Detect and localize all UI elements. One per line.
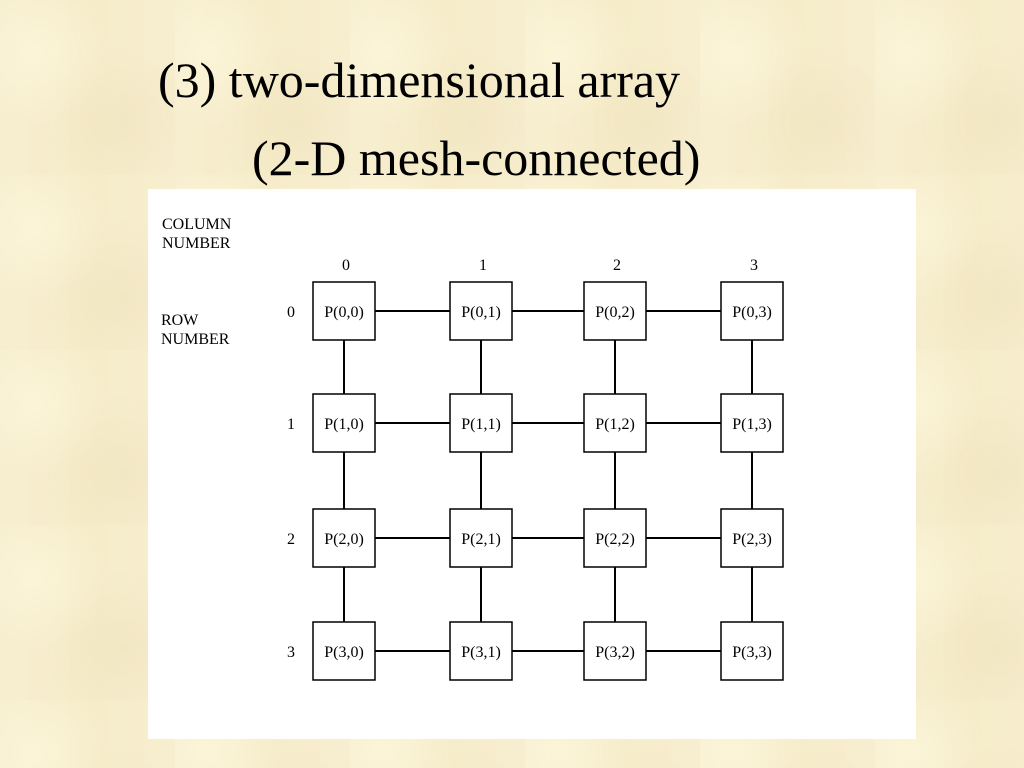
- processor-label-2-3: P(2,3): [732, 531, 772, 548]
- row-number-3: 3: [287, 644, 295, 661]
- processor-label-1-0: P(1,0): [324, 416, 364, 433]
- row-axis-label-line2: NUMBER: [161, 331, 230, 348]
- processor-label-0-2: P(0,2): [595, 304, 635, 321]
- processor-label-1-1: P(1,1): [461, 416, 501, 433]
- column-axis-label-line1: COLUMN: [162, 216, 232, 233]
- column-number-0: 0: [342, 257, 350, 274]
- processor-node-1-2: [583, 393, 647, 453]
- row-axis-label-line1: ROW: [161, 312, 199, 329]
- processor-label-1-3: P(1,3): [732, 416, 772, 433]
- processor-node-3-1: [449, 621, 513, 681]
- processor-node-3-2: [583, 621, 647, 681]
- processor-node-0-1: [449, 281, 513, 341]
- processor-label-2-2: P(2,2): [595, 531, 635, 548]
- processor-label-0-1: P(0,1): [461, 304, 501, 321]
- slide-subtitle: (2-D mesh-connected): [252, 130, 701, 186]
- column-number-3: 3: [750, 257, 758, 274]
- mesh-diagram-panel: COLUMN NUMBER ROW NUMBER P(0,0)P(0,1)P(0…: [148, 189, 916, 739]
- processor-node-1-3: [720, 393, 784, 453]
- processor-node-2-2: [583, 508, 647, 568]
- processor-label-1-2: P(1,2): [595, 416, 635, 433]
- processor-node-1-0: [312, 393, 376, 453]
- processor-node-3-3: [720, 621, 784, 681]
- column-number-2: 2: [613, 257, 621, 274]
- processor-node-3-0: [312, 621, 376, 681]
- processor-node-0-2: [583, 281, 647, 341]
- column-axis-label: COLUMN NUMBER: [162, 215, 231, 253]
- row-axis-label: ROW NUMBER: [161, 311, 229, 349]
- processor-label-3-0: P(3,0): [324, 644, 364, 661]
- processor-label-0-3: P(0,3): [732, 304, 772, 321]
- processor-node-2-1: [449, 508, 513, 568]
- column-number-1: 1: [479, 257, 487, 274]
- processor-label-3-1: P(3,1): [461, 644, 501, 661]
- processor-node-0-3: [720, 281, 784, 341]
- row-number-2: 2: [287, 531, 295, 548]
- slide-title: (3) two-dimensional array: [158, 52, 681, 108]
- processor-node-0-0: [312, 281, 376, 341]
- row-number-1: 1: [287, 416, 295, 433]
- processor-label-2-0: P(2,0): [324, 531, 364, 548]
- processor-node-1-1: [449, 393, 513, 453]
- row-number-0: 0: [287, 304, 295, 321]
- processor-node-2-3: [720, 508, 784, 568]
- processor-node-2-0: [312, 508, 376, 568]
- processor-label-3-2: P(3,2): [595, 644, 635, 661]
- processor-label-0-0: P(0,0): [324, 304, 364, 321]
- mesh-grid: P(0,0) P(0,1) P(0,2) P(0,3) P(1,0) P(1,1) P(1,…: [287, 257, 784, 681]
- column-axis-label-line2: NUMBER: [162, 235, 231, 252]
- processor-label-3-3: P(3,3): [732, 644, 772, 661]
- processor-label-2-1: P(2,1): [461, 531, 501, 548]
